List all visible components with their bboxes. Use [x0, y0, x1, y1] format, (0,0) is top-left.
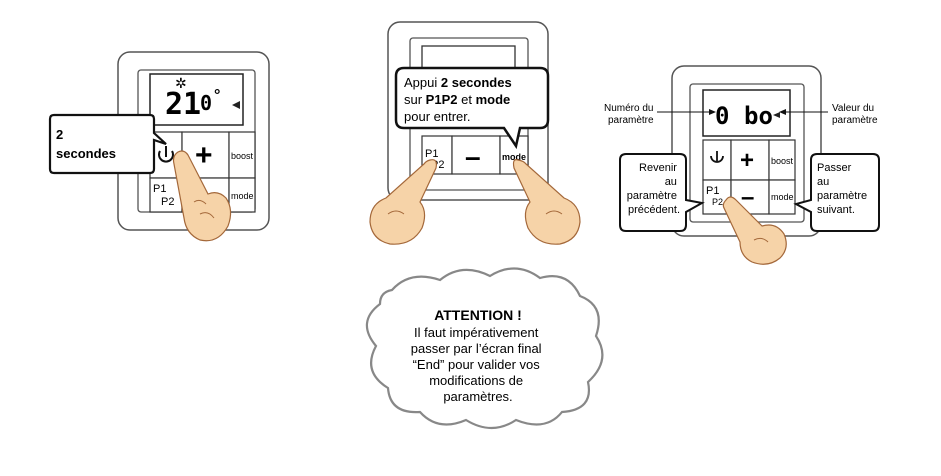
thermostat-panel-2: P1 P2 – mode Appui 2 secondes sur P1P2 e…: [369, 21, 581, 245]
callout-passer: [793, 153, 880, 232]
lcd-degree-symbol: °: [214, 87, 220, 104]
plus-button[interactable]: [730, 139, 770, 181]
minus-button[interactable]: [451, 135, 501, 175]
valeur-label-line1: Valeur du: [832, 103, 874, 114]
lcd-parameter-number: 0: [715, 102, 729, 130]
lcd-arrow-marker: [773, 112, 780, 118]
minus-label: –: [741, 184, 754, 211]
cloud-shape: [365, 267, 604, 430]
sun-icon: ✲: [175, 75, 187, 91]
lcd-parameter-value: bo: [744, 102, 773, 130]
hand-illustration: [722, 196, 787, 265]
left-hand-illustration: [369, 159, 437, 245]
attention-body: Il faut impérativement passer par l’écra…: [411, 325, 545, 404]
plus-label: +: [740, 147, 754, 174]
p1p2-button[interactable]: [149, 177, 183, 213]
mode-button[interactable]: [228, 177, 256, 213]
valeur-pointer-arrow: [779, 109, 786, 115]
callout-2-secondes-line1: 2: [56, 127, 63, 142]
callout-appui-2-secondes: [394, 66, 550, 150]
plus-label: +: [195, 139, 213, 172]
callout-revenir: [619, 153, 705, 232]
p1-label: P1: [706, 185, 719, 197]
numero-label-line2: paramètre: [608, 115, 654, 126]
mode-label: mode: [502, 152, 526, 162]
power-icon: [158, 146, 174, 163]
attention-cloud: ATTENTION ! Il faut impérativement passe…: [365, 267, 604, 430]
mode-button[interactable]: [768, 179, 796, 215]
numero-label-line1: Numéro du: [604, 103, 653, 114]
mode-label: mode: [231, 191, 254, 201]
boost-label: boost: [771, 156, 794, 166]
callout-line-3: pour entrer.: [404, 109, 471, 124]
callout-2-secondes-line2: secondes: [56, 146, 116, 161]
boost-label: boost: [231, 151, 254, 161]
mode-label: mode: [771, 192, 794, 202]
boost-button[interactable]: [768, 139, 796, 181]
numero-pointer-arrow: [709, 109, 716, 115]
minus-label: –: [465, 141, 481, 172]
revenir-text: Revenir au paramètre précédent.: [627, 162, 680, 216]
thermostat-panel-1: 21 0 ° ✲ + boost P1 P2 mode 2 secondes: [48, 51, 270, 242]
p1-label: P1: [153, 183, 166, 195]
power-icon: [710, 151, 724, 163]
right-hand-illustration: [512, 159, 581, 245]
callout-line-2: sur P1P2 et mode: [404, 92, 510, 107]
passer-text: Passer au paramètre suivant.: [817, 162, 870, 216]
p2-label: P2: [161, 196, 174, 208]
callout-2-secondes: [48, 113, 167, 175]
lcd-screen: [149, 73, 244, 126]
callout-line-1: Appui 2 secondes: [404, 75, 512, 90]
lcd-arrow-marker: [232, 101, 240, 109]
attention-title: ATTENTION !: [434, 307, 522, 323]
lcd-temperature-digits: 21: [165, 87, 201, 122]
p2-label: P2: [712, 197, 723, 207]
p1-label: P1: [425, 148, 438, 160]
valeur-label-line2: paramètre: [832, 115, 878, 126]
lcd-decimal-digit: 0: [200, 91, 212, 115]
thermostat-panel-3: 0 bo Numéro du paramètre Valeur du param…: [604, 65, 880, 265]
lcd-screen: [702, 89, 791, 137]
hand-illustration: [172, 150, 232, 242]
